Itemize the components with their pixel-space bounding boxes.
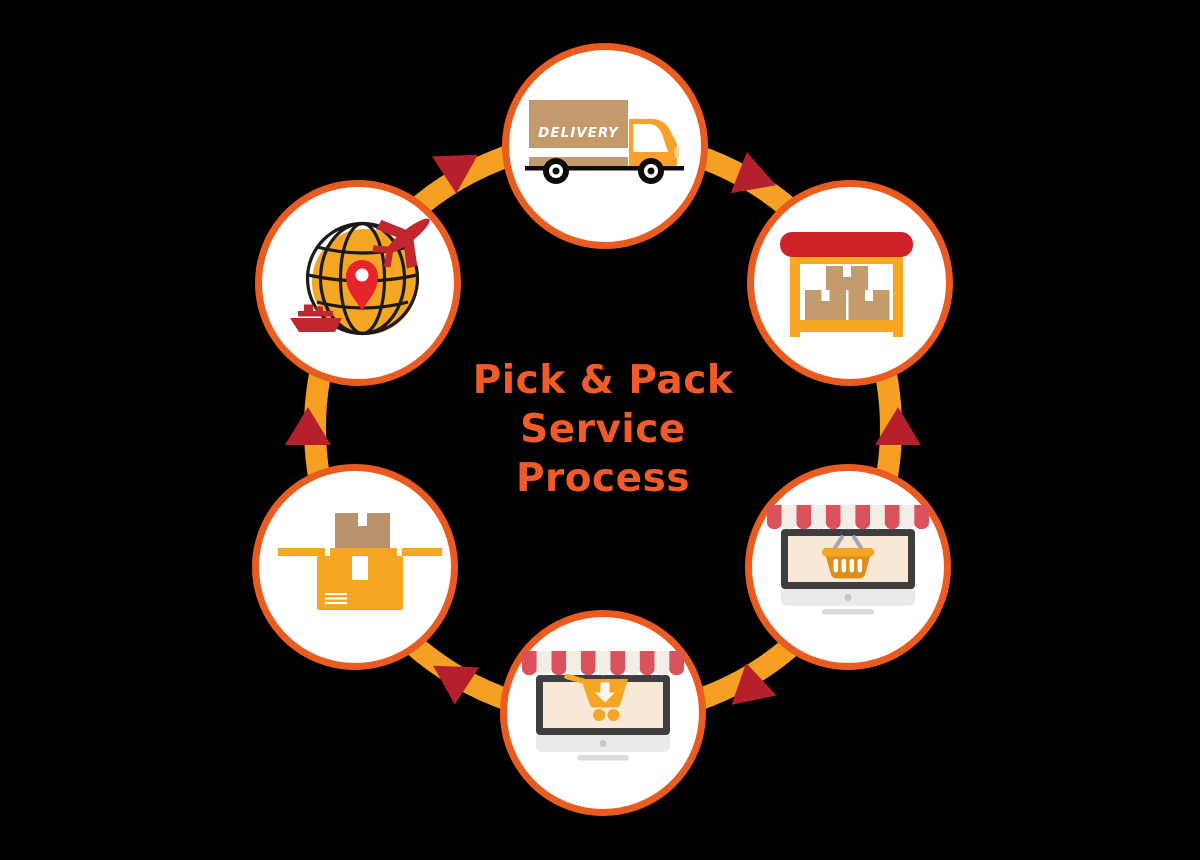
store-awning [767, 505, 930, 530]
location-pin-icon [346, 260, 378, 311]
flow-arrow-bottom-left-icon [433, 665, 480, 705]
box-address-lines [325, 593, 347, 604]
warehouse-frame [790, 257, 903, 337]
open-packing-box-icon [278, 513, 442, 610]
truck-delivery-label: DELIVERY [538, 125, 619, 141]
truck-ground-line [525, 166, 684, 171]
shopping-basket [822, 535, 874, 579]
open-box-tape [352, 556, 368, 580]
warehouse-shelf-icon [780, 232, 913, 337]
flow-arrow-left-icon [285, 407, 331, 445]
delivery-truck-icon: DELIVERY [525, 100, 684, 184]
title-line-2: Service [520, 407, 686, 452]
airplane-icon [372, 218, 430, 269]
warehouse-roof [780, 232, 913, 257]
storefront-basket-monitor-icon [767, 505, 930, 615]
open-box-flaps [278, 548, 442, 556]
globe-shipping-icon [290, 218, 430, 336]
small-box-tape [358, 513, 367, 526]
flow-arrow-top-right-icon [730, 151, 777, 194]
truck-taillight [674, 147, 679, 158]
open-box-body [317, 556, 403, 610]
truck-windshield [633, 124, 668, 152]
store-awning [522, 651, 685, 676]
truck-wheels [543, 158, 664, 184]
node-circle-online-order-cart [500, 610, 706, 816]
title-line-3: Process [515, 456, 691, 501]
truck-cargo-stripe [529, 148, 628, 157]
flow-arrow-top-left-icon [431, 154, 478, 194]
warehouse-boxes [805, 266, 890, 320]
cargo-ship-icon [290, 304, 342, 332]
flow-arrow-bottom-right-icon [731, 662, 777, 705]
title-line-1: Pick & Pack [472, 358, 734, 403]
diagram-title: Pick & Pack Service Process [403, 356, 803, 503]
flow-arrow-right-icon [875, 407, 921, 445]
storefront-cart-monitor-icon [522, 651, 685, 761]
shopping-cart [564, 673, 628, 721]
